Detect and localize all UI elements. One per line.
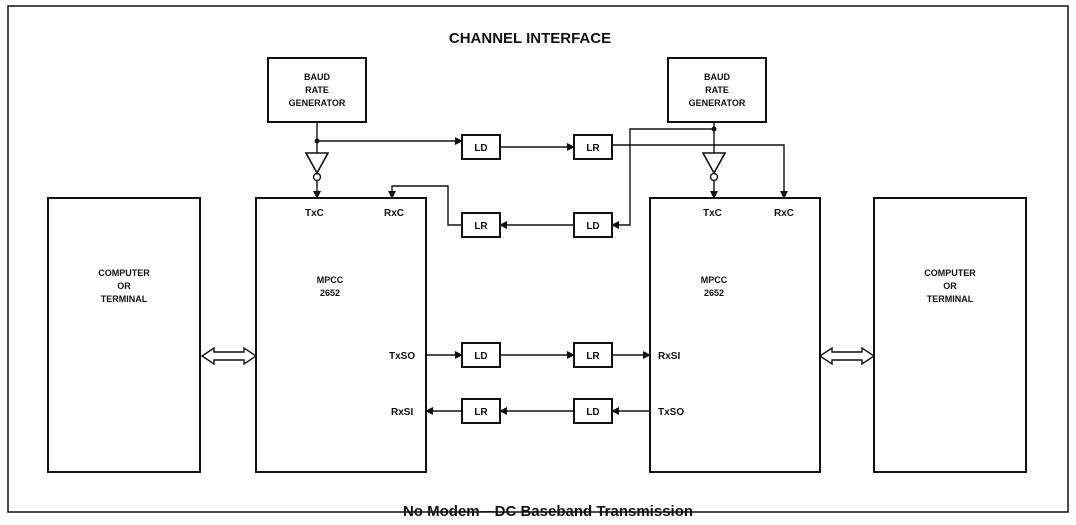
right-pin-txc: TxC <box>703 208 722 219</box>
left-baud-line-1: BAUD <box>304 72 330 82</box>
right-pin-rxc: RxC <box>774 208 794 219</box>
right-pin-rxsi: RxSI <box>658 351 680 362</box>
right-baud-rate-generator: BAUD RATE GENERATOR <box>667 57 767 123</box>
left-pin-txso: TxSO <box>389 351 415 362</box>
left-pin-rxc: RxC <box>384 208 404 219</box>
right-pin-txso: TxSO <box>658 407 684 418</box>
ld-label-clock: LD <box>474 143 487 154</box>
left-clock-buffer-icon <box>304 152 330 182</box>
diagram-caption: No Modem—DC Baseband Transmission <box>403 503 693 520</box>
right-baud-line-2: RATE <box>705 85 729 95</box>
left-mpcc-2652: MPCC 2652 TxC RxC TxSO RxSI <box>255 197 427 473</box>
right-computer-line-3: TERMINAL <box>927 294 974 304</box>
ld-label-data-rx: LD <box>586 407 599 418</box>
right-computer-line-1: COMPUTER <box>924 268 976 278</box>
right-baud-line-3: GENERATOR <box>689 98 746 108</box>
lr-label-data-rx: LR <box>474 407 488 418</box>
diagram-title: CHANNEL INTERFACE <box>449 30 611 47</box>
left-computer-line-3: TERMINAL <box>101 294 148 304</box>
right-mpcc-line-1: MPCC <box>701 275 728 285</box>
left-bus-double-arrow <box>200 346 258 366</box>
lr-label-data-tx: LR <box>586 351 600 362</box>
left-baud-line-3: GENERATOR <box>289 98 346 108</box>
right-computer-terminal: COMPUTER OR TERMINAL <box>873 197 1027 473</box>
ld-label-return-clock: LD <box>586 221 599 232</box>
right-mpcc-line-2: 2652 <box>704 288 724 298</box>
left-computer-line-1: COMPUTER <box>98 268 150 278</box>
lr-label-clock: LR <box>586 143 600 154</box>
outer-frame <box>7 5 1069 513</box>
wires <box>313 122 788 415</box>
right-bus-double-arrow <box>818 346 876 366</box>
lr-label-return-clock: LR <box>474 221 488 232</box>
left-baud-line-2: RATE <box>305 85 329 95</box>
left-mpcc-line-1: MPCC <box>317 275 344 285</box>
left-pin-rxsi: RxSI <box>391 407 413 418</box>
right-clock-buffer-icon <box>701 152 727 182</box>
ld-label-data-tx: LD <box>474 351 487 362</box>
left-pin-txc: TxC <box>305 208 324 219</box>
right-computer-line-2: OR <box>943 281 957 291</box>
ld-lr-blocks: LD LR LR LD LD LR LR LD <box>461 134 613 424</box>
right-baud-line-1: BAUD <box>704 72 730 82</box>
left-computer-terminal: COMPUTER OR TERMINAL <box>47 197 201 473</box>
left-mpcc-line-2: 2652 <box>320 288 340 298</box>
left-baud-rate-generator: BAUD RATE GENERATOR <box>267 57 367 123</box>
right-mpcc-2652: MPCC 2652 TxC RxC RxSI TxSO <box>649 197 821 473</box>
left-computer-line-2: OR <box>117 281 131 291</box>
